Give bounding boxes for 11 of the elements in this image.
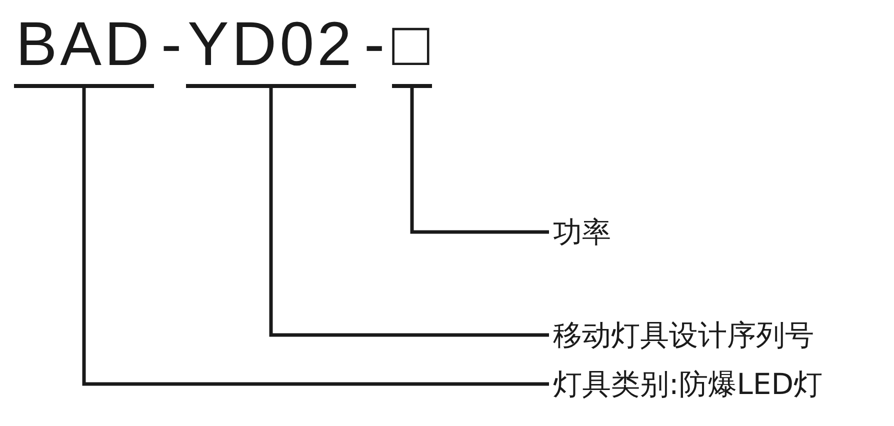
leader-line bbox=[269, 88, 549, 337]
model-code-segment: YD02 bbox=[186, 10, 356, 88]
model-code-segment: BAD bbox=[14, 10, 154, 88]
code-description: 移动灯具设计序列号 bbox=[553, 315, 814, 355]
leader-line bbox=[410, 88, 549, 234]
model-code-segment: □ bbox=[392, 10, 432, 88]
leader-line bbox=[82, 88, 549, 386]
code-description: 功率 bbox=[553, 212, 611, 252]
separator-text: - bbox=[364, 10, 385, 80]
code-description: 灯具类别:防爆LED灯 bbox=[553, 364, 823, 404]
separator-text: - bbox=[161, 10, 182, 80]
